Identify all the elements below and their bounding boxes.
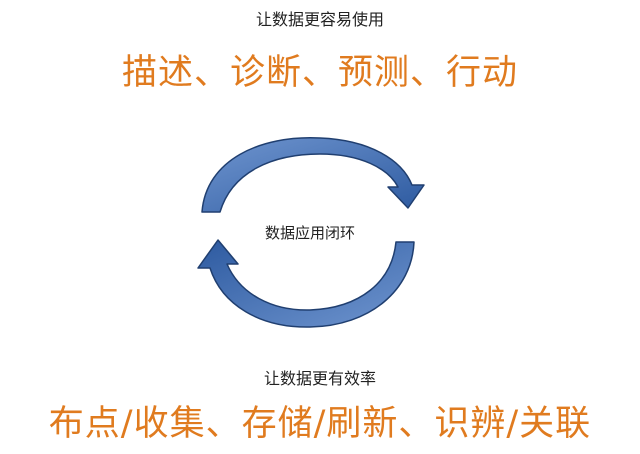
bottom-caption: 让数据更有效率 [263, 369, 376, 388]
bottom-cycle-arrow [197, 239, 415, 328]
top-caption: 让数据更容易使用 [255, 10, 384, 29]
top-cycle-arrow [201, 137, 425, 213]
data-cycle-diagram: 数据应用闭环 [180, 130, 440, 335]
top-headline: 描述、诊断、预测、行动 [121, 53, 518, 93]
bottom-headline: 布点/收集、存储/刷新、识辨/关联 [48, 404, 592, 444]
cycle-center-label: 数据应用闭环 [264, 224, 355, 242]
